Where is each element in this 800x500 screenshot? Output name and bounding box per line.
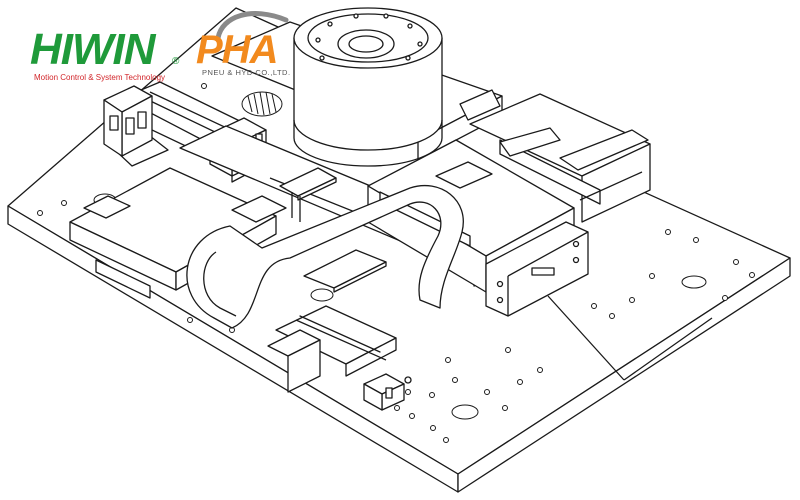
flat-cable-loop [186, 184, 464, 329]
x-axis-motor [103, 85, 153, 157]
pha-wordmark: PHA [196, 28, 278, 72]
pha-subtitle: PNEU & HYD CO.,LTD. [202, 68, 291, 77]
hiwin-wordmark: HIWIN [30, 25, 156, 74]
pcb-mount-left [231, 195, 287, 223]
lower-front-channel [267, 305, 397, 393]
cable-guide-coil [241, 91, 283, 117]
hiwin-tagline: Motion Control & System Technology [34, 73, 166, 82]
pha-swoosh-icon [215, 11, 289, 41]
pcb-mount-upper [279, 167, 337, 222]
rotary-table [293, 7, 443, 167]
limit-switch-connector [363, 373, 412, 411]
gantry-side-bracket [435, 161, 493, 189]
y-axis-end-bracket [485, 221, 589, 317]
pcb-mount-lower [303, 249, 387, 293]
y-axis-rail-right [469, 93, 651, 223]
hiwin-registered-mark: ® [172, 56, 180, 67]
